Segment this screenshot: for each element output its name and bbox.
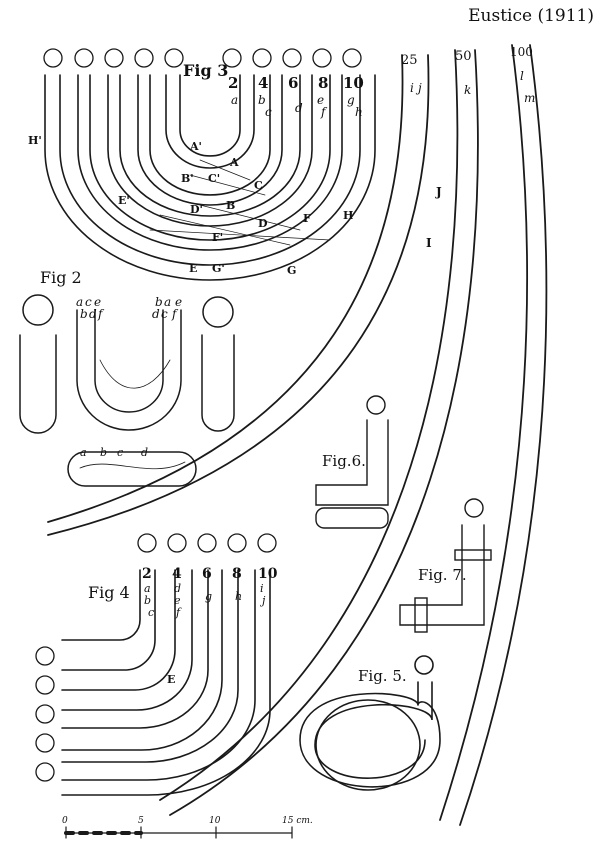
fig2-letter-c2: c — [161, 307, 168, 321]
fig4-label: Fig 4 — [88, 583, 130, 602]
scale-tick-5: 5 — [138, 816, 144, 826]
tube-curve-I: I — [426, 236, 432, 250]
tube-25-letter-i: i — [410, 81, 414, 95]
fig2-letter-b3: b — [100, 446, 107, 459]
fig2-letter-b2: b — [155, 295, 163, 309]
tube-100 — [439, 44, 548, 826]
tube-25 — [47, 54, 430, 536]
fig3-label: Fig 3 — [183, 61, 228, 80]
fig2-letter-f2: f — [171, 307, 179, 321]
fig3-curve-D-prime: D' — [190, 203, 203, 216]
fig3-letter-b: b — [258, 93, 266, 107]
scale-bar — [64, 826, 293, 839]
fig3-letter-f: f — [320, 105, 328, 119]
tube-50 — [159, 49, 479, 816]
fig2-letter-f1: f — [97, 307, 105, 321]
fig3-curve-D: D — [258, 217, 268, 230]
fig4-letter-f: f — [175, 606, 182, 619]
fig3-num-4: 4 — [258, 74, 268, 92]
fig4-num-6: 6 — [202, 566, 212, 582]
fig3-letter-e: e — [317, 93, 324, 107]
fig3-curve-G-prime: G' — [212, 262, 225, 275]
fig5-label: Fig. 5. — [358, 667, 407, 685]
author-caption: Eustice (1911) — [468, 6, 594, 26]
tube-25-letter-j: j — [415, 81, 422, 95]
fig3-curve-E: E — [189, 262, 197, 275]
fig3-num-10: 10 — [343, 74, 364, 92]
fig3-num-2: 2 — [228, 74, 238, 92]
fig3-curve-B: B — [226, 199, 235, 212]
fig3-u-tubes — [44, 74, 376, 281]
fig2-letter-c1: c — [85, 295, 92, 309]
fig4-tube-circles — [35, 533, 277, 782]
fig2-letter-d3: d — [141, 446, 148, 459]
fig4-letter-g: g — [205, 590, 212, 603]
tube-curve-J: J — [435, 185, 442, 199]
fig3-curve-E-prime: E' — [118, 194, 130, 207]
scale-tick-15: 15 cm. — [282, 816, 313, 826]
tube-100-letter-l: l — [520, 69, 524, 83]
fig2-letter-a1: a — [76, 295, 83, 309]
fig3-letter-d: d — [295, 101, 303, 115]
fig3-curve-F: F — [303, 212, 311, 225]
fig3-num-6: 6 — [288, 74, 298, 92]
fig2-letter-c3: c — [117, 446, 123, 459]
fig2-letter-a2: a — [164, 295, 171, 309]
fig4-num-2: 2 — [142, 566, 152, 582]
fig4-letter-b: b — [144, 594, 151, 607]
fig3-curve-B-prime: B' — [181, 172, 194, 185]
fig7-elbow — [399, 498, 492, 633]
fig4-letter-e: e — [174, 594, 181, 607]
fig3-letter-h: h — [355, 105, 363, 119]
fig4-letter-a: a — [144, 582, 151, 595]
fig4-num-10: 10 — [258, 566, 278, 582]
fig4-letter-h: h — [235, 590, 242, 603]
tube-25-number: 25 — [401, 53, 418, 68]
fig3-curve-C-prime: C' — [208, 172, 220, 185]
fig4-letter-j: j — [259, 594, 266, 607]
fig2-letter-d2: d — [152, 307, 160, 321]
fig3-curve-C: C — [254, 179, 263, 192]
fig3-letter-g: g — [347, 93, 355, 107]
tube-100-letter-m: m — [524, 91, 535, 105]
tube-50-number: 50 — [455, 49, 472, 64]
fig3-letter-c: c — [265, 105, 272, 119]
fig3-curve-H-prime: H' — [28, 134, 42, 147]
fig3-letter-a: a — [231, 93, 238, 107]
fig2-letter-d1: d — [89, 307, 97, 321]
fig2-letter-e1: e — [94, 295, 101, 309]
fig4-bent-tubes — [61, 569, 271, 796]
fig3-num-8: 8 — [318, 74, 328, 92]
fig6-elbow — [315, 395, 389, 529]
fig4-num-8: 8 — [232, 566, 242, 582]
fig4-letter-d: d — [174, 582, 181, 595]
fig2-label: Fig 2 — [40, 268, 82, 287]
fig5-coil — [299, 655, 441, 791]
fig6-label: Fig.6. — [322, 452, 366, 470]
fig3-tube-circles — [43, 48, 362, 68]
fig4-curve-E: E — [167, 673, 175, 686]
fig3-curve-H: H — [343, 209, 353, 222]
fig2-tubes — [19, 294, 235, 487]
fig3-curve-G: G — [287, 264, 296, 277]
fig7-label: Fig. 7. — [418, 566, 467, 584]
fig4-num-4: 4 — [172, 566, 182, 582]
tube-50-letter-k: k — [464, 83, 471, 97]
fig4-letter-c: c — [148, 606, 154, 619]
fig3-curve-F-prime: F' — [212, 231, 223, 244]
scale-tick-10: 10 — [209, 816, 221, 826]
tube-100-number: 100 — [510, 45, 533, 59]
scale-tick-0: 0 — [62, 816, 68, 826]
fig2-letter-a3: a — [80, 446, 87, 459]
fig3-curve-A: A — [229, 156, 239, 169]
fig4-letter-i: i — [260, 582, 264, 595]
fig2-letter-b1: b — [80, 307, 88, 321]
fig2-letter-e2: e — [175, 295, 182, 309]
fig3-curve-A-prime: A' — [189, 140, 202, 153]
